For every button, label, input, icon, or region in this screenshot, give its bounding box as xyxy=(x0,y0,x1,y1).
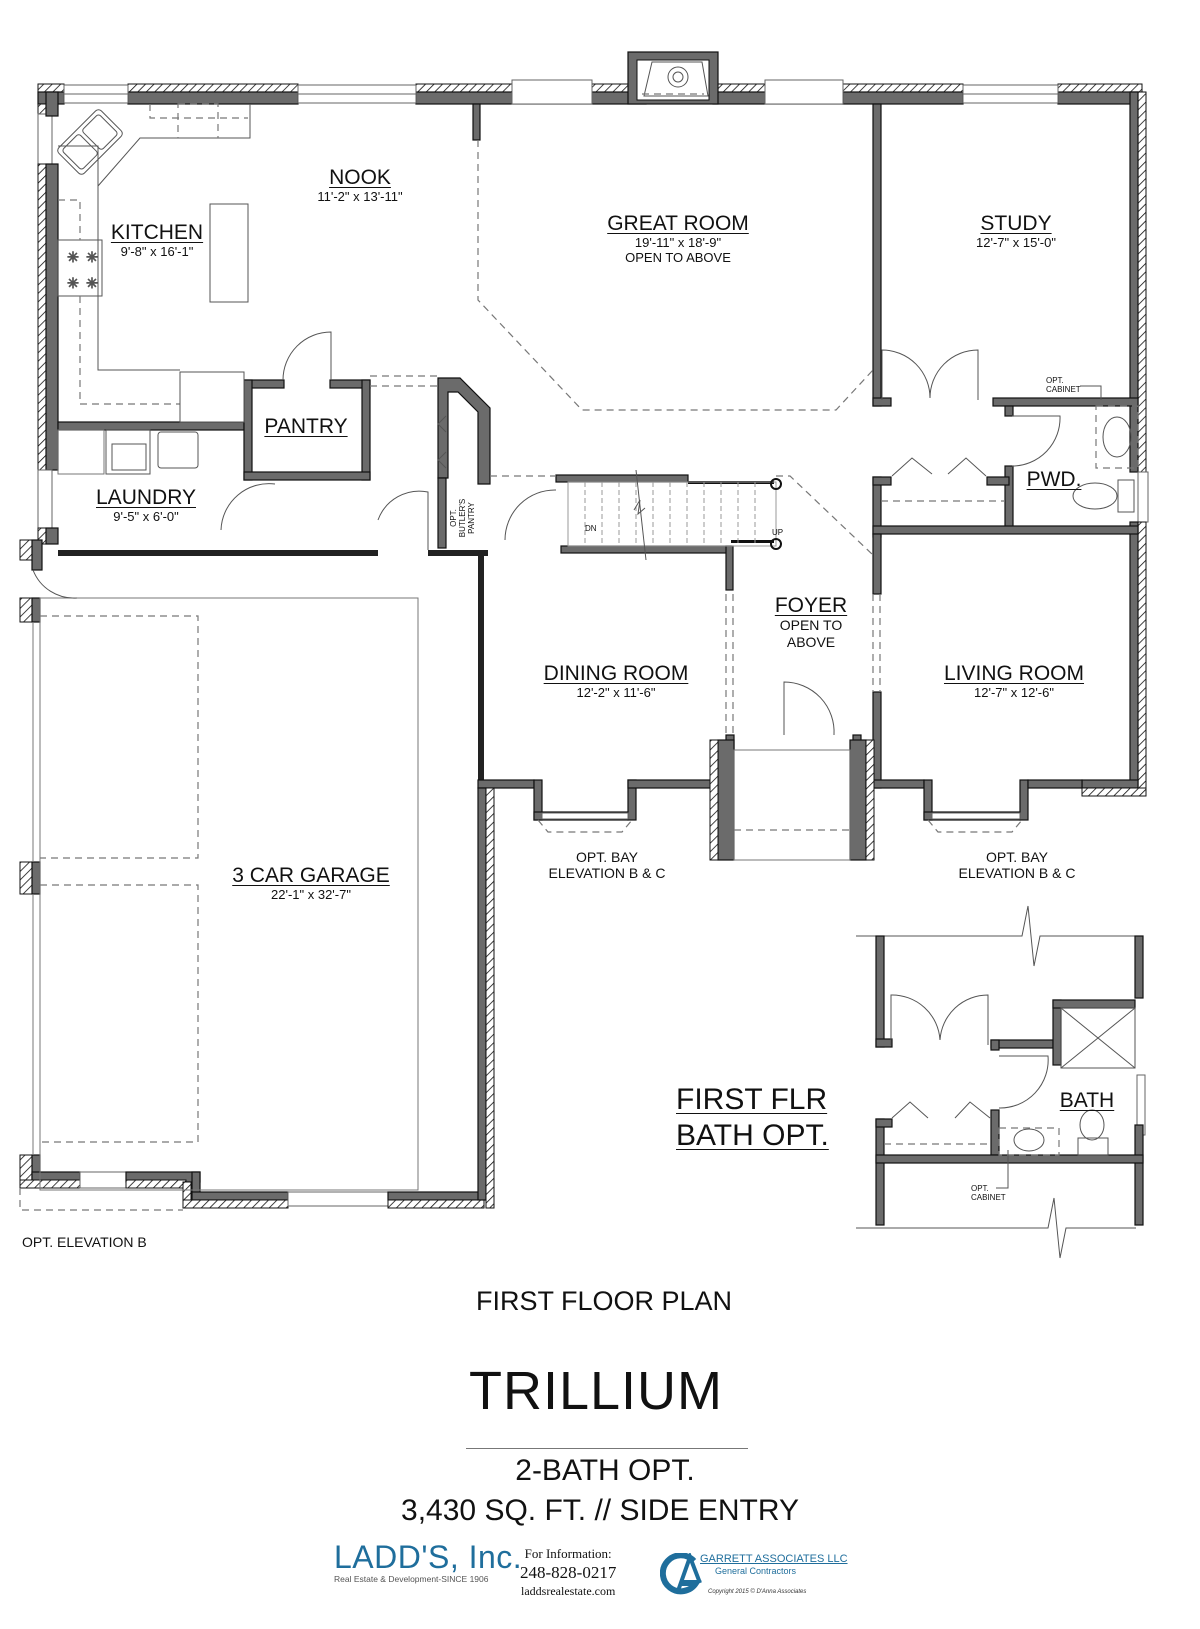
room-name: PANTRY xyxy=(264,415,348,438)
garage-walls xyxy=(19,539,495,1211)
room-label-laundry: LAUNDRY 9'-5" x 6'-0" xyxy=(96,486,196,525)
bath-option-title-line2: BATH OPT. xyxy=(676,1119,829,1152)
room-name: DINING ROOM xyxy=(543,662,689,685)
garrett-name: GARRETT ASSOCIATES LLC xyxy=(700,1553,848,1565)
room-name: FOYER xyxy=(774,594,848,617)
open-to-above-outlines xyxy=(370,140,881,735)
exterior-right-wall xyxy=(1081,91,1149,797)
ladds-logo: LADD'S, Inc. Real Estate & Development-S… xyxy=(334,1540,522,1584)
staircase xyxy=(567,469,782,561)
info-heading: For Information: xyxy=(524,1546,612,1561)
bay-note-line2: ELEVATION B & C xyxy=(958,865,1076,881)
room-label-butlers-pantry: OPT. BUTLER'S PANTRY xyxy=(449,488,476,548)
room-label-bath: BATH xyxy=(1060,1090,1114,1112)
contact-info: For Information: 248-828-0217 laddsreale… xyxy=(520,1546,616,1599)
room-label-kitchen: KITCHEN 9'-8" x 16'-1" xyxy=(110,221,204,260)
room-note: OPEN TO ABOVE xyxy=(625,250,731,265)
room-label-great-room: GREAT ROOM 19'-11" x 18'-9" OPEN TO ABOV… xyxy=(607,212,749,266)
room-dimensions: 9'-8" x 16'-1" xyxy=(120,244,194,259)
plan-summary: 3,430 SQ. FT. // SIDE ENTRY xyxy=(401,1494,799,1527)
room-name: 3 CAR GARAGE xyxy=(232,864,390,887)
room-name: NOOK xyxy=(329,166,391,189)
svg-text:✳: ✳ xyxy=(67,275,79,291)
bay-note-line1: OPT. BAY xyxy=(576,849,638,865)
room-dimensions: 9'-5" x 6'-0" xyxy=(113,509,179,524)
butlers-pantry-line3: PANTRY xyxy=(467,502,476,534)
copyright: Copyright 2015 © D'Anna Associates xyxy=(708,1589,807,1595)
room-label-powder: PWD. xyxy=(1027,469,1082,491)
plan-option: 2-BATH OPT. xyxy=(515,1454,695,1487)
door-swings xyxy=(32,331,1061,736)
stair-up-label: UP xyxy=(772,528,784,537)
opt-elevation-b-note: OPT. ELEVATION B xyxy=(22,1234,147,1250)
room-name: PWD. xyxy=(1026,468,1082,491)
butlers-pantry-line1: OPT. xyxy=(449,509,458,527)
exterior-left-wall xyxy=(37,91,59,545)
bath-option-title-line1: FIRST FLR xyxy=(676,1083,828,1116)
room-note: ABOVE xyxy=(786,634,836,650)
fireplace-icon xyxy=(627,51,719,105)
room-name: STUDY xyxy=(980,212,1052,235)
svg-text:✳: ✳ xyxy=(86,275,98,291)
room-note: OPEN TO xyxy=(779,617,843,633)
bay-windows xyxy=(477,739,1023,861)
room-name: KITCHEN xyxy=(110,221,204,244)
bath-option-inset xyxy=(856,905,1146,1259)
bay-note-line2: ELEVATION B & C xyxy=(548,865,666,881)
room-name: LAUNDRY xyxy=(96,486,196,509)
ladds-name: LADD'S, Inc. xyxy=(334,1539,523,1575)
room-dimensions: 12'-7" x 15'-0" xyxy=(976,235,1056,250)
opt-cabinet-line1: OPT. xyxy=(971,1184,989,1193)
room-name: GREAT ROOM xyxy=(607,212,749,235)
stair-down-label: DN xyxy=(585,524,597,533)
room-label-study: STUDY 12'-7" x 15'-0" xyxy=(976,212,1056,251)
laundry-fixtures xyxy=(57,429,199,475)
room-dimensions: 22'-1" x 32'-7" xyxy=(271,887,351,902)
opt-cabinet-line2: CABINET xyxy=(1046,385,1081,394)
garrett-logo: GARRETT ASSOCIATES LLC General Contracto… xyxy=(659,1551,848,1600)
living-bay-note: OPT. BAY ELEVATION B & C xyxy=(959,849,1076,881)
room-dimensions: 11'-2" x 13'-11" xyxy=(317,189,403,204)
room-label-dining-room: DINING ROOM 12'-2" x 11'-6" xyxy=(543,662,689,701)
info-website[interactable]: laddsrealestate.com xyxy=(521,1584,616,1598)
room-name: BATH xyxy=(1059,1089,1115,1112)
room-label-living-room: LIVING ROOM 12'-7" x 12'-6" xyxy=(943,662,1085,701)
opt-cabinet-note: OPT. CABINET xyxy=(1046,376,1081,394)
room-label-foyer: FOYER OPEN TO ABOVE xyxy=(775,595,847,651)
opt-cabinet-line1: OPT. xyxy=(1046,376,1064,385)
room-dimensions: 12'-7" x 12'-6" xyxy=(974,685,1054,700)
room-label-nook: NOOK 11'-2" x 13'-11" xyxy=(317,166,403,205)
room-dimensions: 19'-11" x 18'-9" xyxy=(634,235,722,250)
garrett-ga-logo-icon xyxy=(659,1551,702,1595)
garrett-subtitle: General Contractors xyxy=(715,1566,797,1576)
dining-bay-note: OPT. BAY ELEVATION B & C xyxy=(549,849,666,881)
model-name: TRILLIUM xyxy=(468,1361,724,1421)
exterior-top-wall xyxy=(37,79,1143,105)
plan-title: FIRST FLOOR PLAN xyxy=(475,1286,733,1316)
ladds-tagline: Real Estate & Development-SINCE 1906 xyxy=(334,1574,489,1584)
room-name: LIVING ROOM xyxy=(943,662,1085,685)
powder-fixtures xyxy=(1072,385,1139,513)
room-label-pantry: PANTRY xyxy=(264,416,347,438)
title-divider xyxy=(466,1448,748,1449)
bath-opt-cabinet-note: OPT. CABINET xyxy=(971,1184,1006,1202)
info-phone[interactable]: 248-828-0217 xyxy=(520,1563,617,1582)
butlers-pantry-line2: BUTLER'S xyxy=(458,498,467,538)
opt-cabinet-line2: CABINET xyxy=(971,1193,1006,1202)
svg-text:✳: ✳ xyxy=(86,249,98,265)
kitchen-fixtures: ✳ ✳ ✳ ✳ xyxy=(57,103,251,423)
room-dimensions: 12'-2" x 11'-6" xyxy=(576,685,656,700)
bath-option-title: FIRST FLR BATH OPT. xyxy=(676,1082,829,1154)
bay-note-line1: OPT. BAY xyxy=(986,849,1048,865)
room-label-garage: 3 CAR GARAGE 22'-1" x 32'-7" xyxy=(232,864,390,903)
svg-text:✳: ✳ xyxy=(67,249,79,265)
